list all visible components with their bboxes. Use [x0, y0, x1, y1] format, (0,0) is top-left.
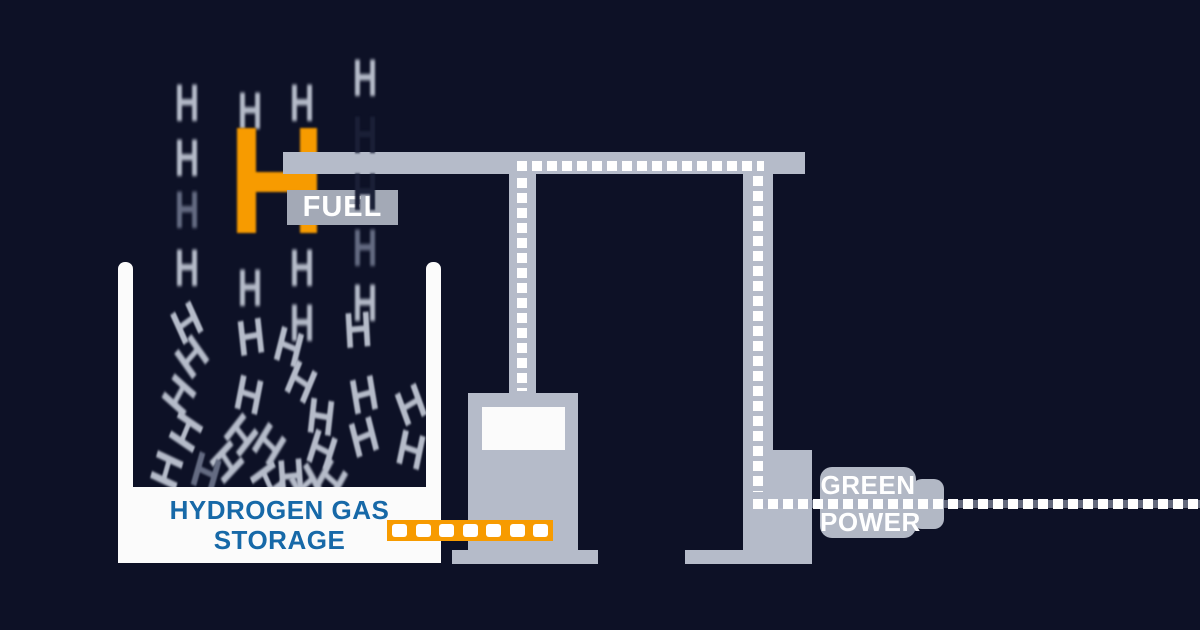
storage-tank-base: HYDROGEN GAS STORAGE	[118, 487, 441, 563]
hydrogen-molecule: H	[234, 306, 268, 368]
connector-dot	[392, 524, 407, 537]
hydrogen-molecule: H	[352, 162, 378, 222]
fuel-pump-base	[452, 550, 598, 564]
hydrogen-molecule: H	[289, 238, 315, 298]
hydrogen-feed-connector	[387, 520, 553, 541]
hydrogen-molecule: H	[289, 293, 315, 353]
flow-dots-pillar	[753, 176, 763, 492]
flow-dots-overhead-pipe	[517, 161, 764, 171]
connector-dot	[462, 524, 478, 537]
hydrogen-molecule: H	[352, 48, 378, 108]
green-power-label-line2: POWER	[820, 507, 921, 537]
connector-dot	[486, 524, 501, 537]
connector-dot	[509, 524, 525, 537]
hydrogen-molecule: H	[342, 300, 374, 360]
hydrogen-molecule: H	[352, 105, 378, 165]
hydrogen-molecule: H	[352, 273, 378, 333]
fuel-label: FUEL	[287, 190, 398, 225]
hydrogen-molecule: H	[174, 73, 200, 133]
flow-dots-pump-pipe	[517, 178, 527, 391]
storage-label-line2: STORAGE	[213, 525, 346, 555]
hydrogen-molecule: H	[174, 128, 200, 188]
hydrogen-molecule: H	[174, 180, 200, 240]
hydrogen-molecule: H	[174, 238, 200, 298]
green-power-label-line1: GREEN	[820, 470, 916, 500]
storage-label-line1: HYDROGEN GAS	[169, 495, 390, 525]
connector-dot	[533, 524, 548, 537]
hydrogen-molecule: H	[391, 418, 431, 482]
flow-dots-power-line	[753, 499, 1200, 509]
molecule-crossbar	[237, 172, 317, 192]
hydrogen-molecule: H	[352, 218, 378, 278]
hydrogen-molecule: H	[289, 73, 315, 133]
fuel-pump-screen	[482, 407, 565, 450]
connector-dot	[439, 524, 454, 537]
hydrogen-molecule: H	[237, 258, 263, 318]
power-station-base	[685, 550, 812, 564]
hydrogen-molecule: H	[237, 81, 263, 141]
connector-dot	[415, 524, 431, 537]
